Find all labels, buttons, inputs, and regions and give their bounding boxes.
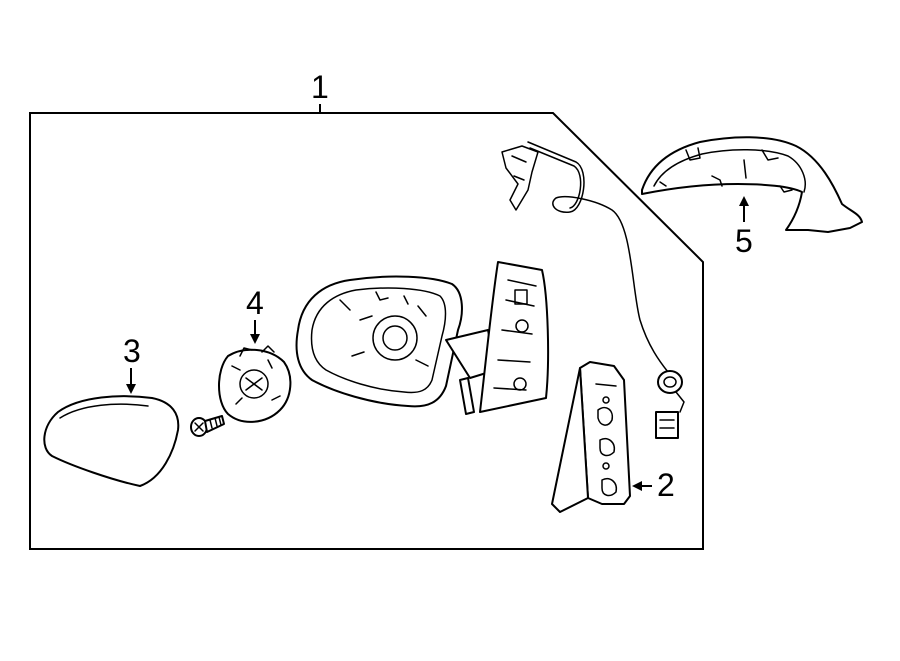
skull-cap[interactable] [641,136,863,233]
callout-3-arrowhead [126,384,136,394]
callout-4-arrowhead [250,334,260,344]
callout-3[interactable]: 3 [123,333,141,394]
callout-5[interactable]: 5 [735,196,753,259]
mirror-glass[interactable] [43,395,180,487]
callout-1[interactable]: 1 [311,69,329,113]
callout-3-label: 3 [123,333,141,369]
cover-mount[interactable] [551,361,631,513]
assembly-boundary [29,112,704,550]
callout-4-label: 4 [246,285,264,321]
callout-2[interactable]: 2 [632,467,675,503]
callout-2-label: 2 [657,467,675,503]
callout-2-arrowhead [632,481,642,491]
callout-1-label: 1 [311,69,329,105]
callout-4[interactable]: 4 [246,285,264,344]
screw[interactable] [190,415,225,437]
wiring-harness[interactable] [501,141,685,439]
callout-5-label: 5 [735,223,753,259]
callout-5-arrowhead [739,196,749,206]
mirror-housing[interactable] [295,275,497,415]
actuator-motor[interactable] [218,345,292,423]
base-bracket[interactable] [479,261,550,413]
